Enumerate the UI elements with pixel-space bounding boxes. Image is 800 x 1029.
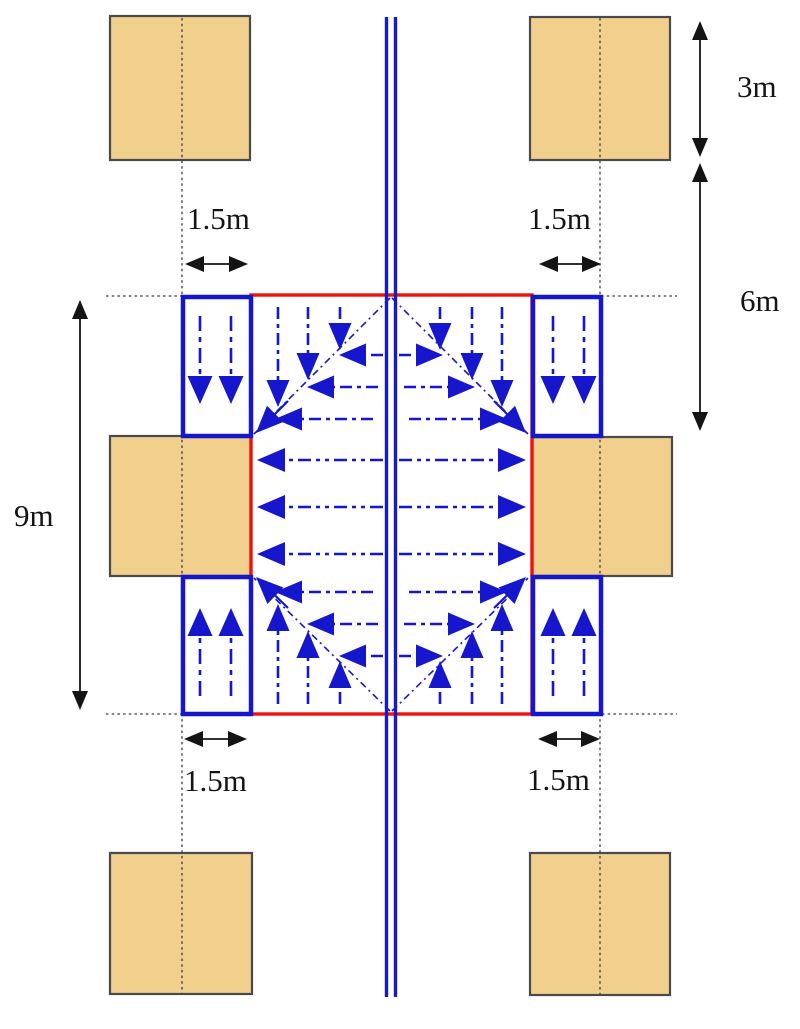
outward-flow-arrow-head (257, 495, 285, 519)
interior-flow-arrow-head (460, 631, 484, 658)
crosswalk-flow-arrow-head (218, 608, 244, 636)
outward-flow-arrow-head (257, 542, 285, 566)
interior-flow-arrow-head (296, 353, 320, 380)
crosswalk-bottom-left (180, 574, 254, 717)
crosswalk-layer (180, 294, 604, 717)
crosswalk-flow-arrow-head (187, 376, 213, 404)
corner-flow-arrow-head (256, 405, 284, 433)
interior-flow-arrow-head (307, 612, 334, 636)
outward-flow-arrow-head (257, 448, 285, 472)
dimension-label-offset-bottom-left: 1.5m (184, 763, 247, 798)
interior-flow-arrow-head (339, 644, 366, 668)
dimension-label-building-depth: 3m (737, 69, 777, 104)
interior-flow-arrow-head (339, 343, 366, 367)
interior-flow-arrow-head (448, 612, 475, 636)
dimension-arrow-head (228, 731, 247, 747)
interior-flow-arrow-head (448, 375, 475, 399)
crosswalk-top-left (180, 294, 254, 439)
dimension-arrow-head (539, 256, 558, 272)
crosswalk-flow-arrow-head (571, 376, 597, 404)
diagonal-flow-guide (391, 297, 529, 435)
dimension-labels-layer: 1.5m 1.5m 3m 6m 9m 1.5m 1.5m (14, 69, 780, 798)
dimension-arrow-head (72, 691, 88, 710)
crosswalk-arrows-layer (187, 316, 597, 696)
corner-flow-arrow-head (498, 405, 526, 433)
interior-flow-arrow-head (307, 375, 334, 399)
interior-flow-arrow-head (266, 604, 290, 631)
interior-flow-arrow-head (266, 380, 290, 407)
interior-flow-arrow-head (328, 661, 352, 688)
crosswalk-flow-arrow-head (540, 376, 566, 404)
dimension-label-offset-top-right: 1.5m (528, 201, 591, 236)
interior-flow-arrow-head (328, 323, 352, 350)
building-mid-right (530, 435, 674, 578)
building-bottom-left (108, 851, 254, 996)
crosswalk-flow-arrow-head (571, 608, 597, 636)
evacuation-boundary (249, 293, 534, 716)
dimension-arrow-head (692, 412, 708, 431)
outward-flow-arrow-head (498, 495, 526, 519)
dimension-arrow-head (538, 731, 557, 747)
interior-flow-arrow-head (460, 353, 484, 380)
diagonal-flow-guide (391, 577, 529, 712)
buildings-layer (108, 14, 674, 997)
interior-flow-arrow-head (428, 323, 452, 350)
corner-flow-arrow-head (256, 577, 284, 605)
dimension-arrow-head (692, 163, 708, 182)
interior-flow-arrow-head (416, 644, 443, 668)
flow-arrows-layer (253, 297, 529, 712)
interior-flow-arrow-head (275, 407, 302, 431)
crosswalk-top-right (530, 294, 604, 439)
road-centerline-layer (384, 17, 398, 997)
interior-flow-arrow-head (428, 661, 452, 688)
crosswalk-bottom-right (530, 574, 604, 717)
dimension-arrow-head (229, 256, 248, 272)
interior-flow-arrow-head (296, 631, 320, 658)
dimension-arrow-head (692, 138, 708, 157)
crosswalk-flow-arrow-head (218, 376, 244, 404)
dimension-label-offset-top-left: 1.5m (187, 201, 250, 236)
outward-flow-arrow-head (498, 542, 526, 566)
diagonal-flow-guide (253, 297, 391, 435)
dimension-arrow-head (582, 256, 601, 272)
dimension-arrows-layer (72, 21, 708, 747)
dimension-arrow-head (185, 256, 204, 272)
dimension-label-offset-bottom-right: 1.5m (527, 762, 590, 797)
evacuation-boundary-layer (249, 293, 534, 716)
interior-flow-arrow-head (490, 604, 514, 631)
outward-flow-arrow-head (498, 448, 526, 472)
dimension-arrow-head (72, 300, 88, 319)
diagonal-flow-guide (253, 577, 391, 712)
interior-flow-arrow-head (416, 343, 443, 367)
interior-flow-arrow-head (480, 407, 507, 431)
interior-flow-arrow-head (275, 580, 302, 604)
dimension-arrow-head (184, 731, 203, 747)
crosswalk-flow-arrow-head (540, 608, 566, 636)
dotted-guides-layer (106, 18, 677, 995)
building-mid-left (108, 434, 253, 578)
corner-flow-arrow-head (498, 577, 526, 605)
interior-flow-arrow-head (490, 380, 514, 407)
dimension-arrow-head (581, 731, 600, 747)
dimension-label-block-gap: 6m (740, 283, 780, 318)
dimension-label-road-span: 9m (14, 498, 54, 533)
crosswalk-flow-arrow-head (187, 608, 213, 636)
building-top-left (108, 14, 252, 162)
interior-flow-arrow-head (480, 580, 507, 604)
dimension-arrow-head (692, 21, 708, 40)
